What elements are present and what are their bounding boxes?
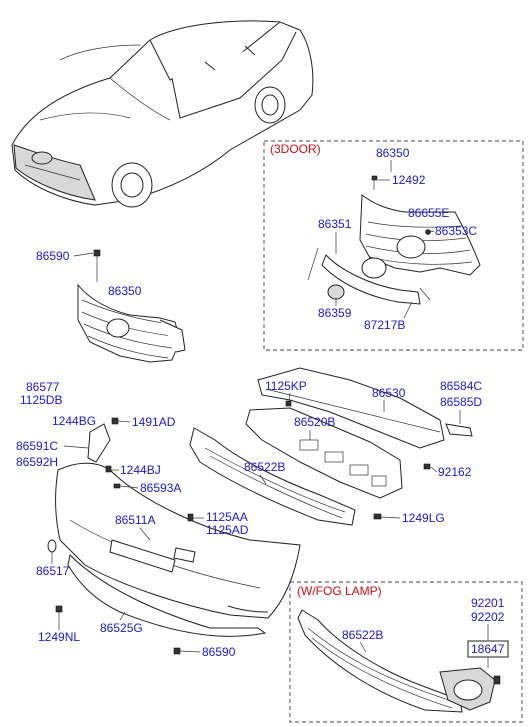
label-86359: 86359: [318, 306, 352, 320]
label-86520B: 86520B: [294, 415, 335, 429]
three-door-box: [263, 140, 524, 351]
label-86590-top: 86590: [36, 249, 70, 263]
absorber-86520B: [245, 407, 403, 499]
label-1249LG: 1249LG: [402, 511, 445, 525]
label-1249NL: 1249NL: [38, 630, 80, 644]
label-86351: 86351: [318, 217, 352, 231]
label-87217B: 87217B: [364, 318, 405, 332]
label-1125DB: 1125DB: [20, 393, 62, 407]
label-86590-bottom: 86590: [202, 645, 236, 659]
label-92202: 92202: [471, 610, 505, 624]
fog-lamp-title: (W/FOG LAMP): [297, 584, 382, 598]
label-1125KP: 1125KP: [265, 379, 307, 393]
label-86511A: 86511A: [115, 513, 155, 527]
label-86577: 86577: [26, 380, 60, 394]
label-86350-top: 86350: [376, 146, 410, 160]
car-illustration: [11, 20, 314, 208]
three-door-grille-parts: [307, 175, 481, 305]
label-86591C: 86591C: [16, 439, 58, 453]
label-86655E: 86655E: [408, 206, 449, 220]
fog-lamp-grille: [297, 609, 501, 713]
label-86353C: 86353C: [435, 224, 477, 238]
reinforcement-86530: [257, 367, 445, 449]
label-86517: 86517: [36, 564, 70, 578]
label-1125AD: 1125AD: [206, 523, 249, 537]
label-86522B-fog: 86522B: [342, 628, 383, 642]
grille-86350: [77, 249, 186, 363]
label-1125AA: 1125AA: [206, 510, 248, 524]
label-86350-left: 86350: [108, 284, 142, 298]
lip-86525G: [67, 553, 267, 637]
label-1244BG: 1244BG: [52, 414, 96, 428]
label-86530: 86530: [372, 386, 406, 400]
bumper-cover-86511A: [55, 462, 301, 619]
fog-lamp-box: [289, 581, 523, 723]
label-86593A: 86593A: [140, 481, 181, 495]
label-1491AD: 1491AD: [132, 415, 176, 429]
lower-grille-86522B: [189, 427, 356, 526]
label-92162: 92162: [438, 465, 472, 479]
label-86584C: 86584C: [440, 379, 482, 393]
three-door-title: (3DOOR): [270, 142, 321, 156]
label-12492: 12492: [392, 173, 426, 187]
label-86592H: 86592H: [16, 455, 58, 469]
label-86585D: 86585D: [440, 395, 482, 409]
label-86522B: 86522B: [244, 460, 285, 474]
label-92201: 92201: [471, 596, 505, 610]
label-1244BJ: 1244BJ: [120, 463, 161, 477]
label-18647: 18647: [471, 642, 505, 656]
label-86525G: 86525G: [100, 621, 143, 635]
